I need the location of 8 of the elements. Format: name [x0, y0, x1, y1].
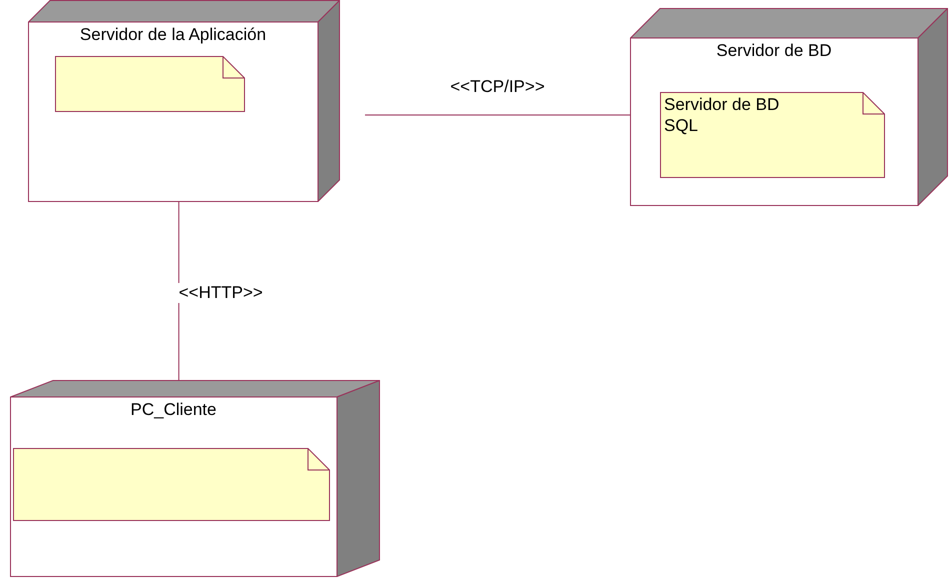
note-text: SQL: [664, 115, 700, 136]
node-title: Servidor de la Aplicación: [80, 25, 266, 45]
connector-line: [364, 114, 630, 116]
node-title: Servidor de BD: [716, 41, 832, 61]
edge-label: <<HTTP>>: [178, 283, 264, 303]
node-title: PC_Cliente: [130, 400, 216, 420]
note-text: Servidor de BD: [664, 94, 780, 115]
connector-line: [178, 202, 180, 380]
